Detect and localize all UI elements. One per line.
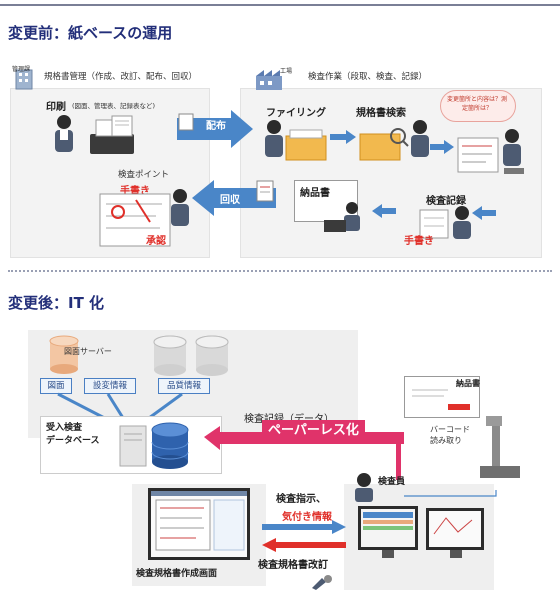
search-to-inspect-arrow	[430, 140, 454, 154]
drawing-server-icon	[49, 335, 79, 374]
record-to-delivery-arrow	[372, 204, 396, 218]
office-building-icon	[15, 69, 33, 90]
section-separator	[8, 270, 552, 272]
printing-person-icon	[55, 115, 134, 154]
record-writing-icon	[419, 206, 471, 239]
revision-arrow	[262, 538, 346, 552]
mgmt-caption: 規格書管理（作成、改訂、配布、回収）	[44, 72, 198, 82]
before-title: 変更前：紙ベースの運用	[8, 24, 173, 42]
inspector-monitors-icon	[358, 506, 484, 558]
instruction-arrow	[262, 520, 346, 534]
top-rule	[0, 4, 560, 6]
tag-drawing: 図面	[40, 378, 72, 394]
after-delivery-label: 納品書	[456, 379, 480, 388]
screen-label: 検査規格書作成画面	[136, 569, 218, 579]
approval-label: 承認	[146, 236, 166, 247]
tag-design-change: 設変情報	[84, 378, 136, 394]
collect-label: 回収	[220, 195, 240, 206]
record-data-label: 検査記録（データ）	[244, 410, 334, 425]
barcode-scanner-icon	[480, 416, 520, 478]
inspect-to-record-arrow	[472, 206, 496, 220]
inspector-label: 検査員	[378, 477, 406, 487]
record-label: 検査記録	[426, 196, 466, 207]
print-note: (図面、管理表、記録表など)	[72, 102, 156, 110]
factory-badge: 工場	[280, 68, 293, 75]
marked-drawing-icon	[99, 189, 189, 247]
barcode-to-inspector-line	[404, 490, 497, 497]
paperless-label: ペーパーレス化	[262, 420, 365, 442]
awareness-label: 気付き情報	[282, 512, 332, 523]
data-server-icon	[153, 335, 229, 376]
delivery-person-icon	[324, 202, 360, 232]
spec-editor-screen-icon	[148, 488, 250, 560]
question-bubble-text: 変更箇所と内容は？測定箇所は？	[446, 96, 507, 112]
filing-label: ファイリング	[266, 108, 326, 119]
work-caption: 検査作業（段取、検査、記録）	[308, 72, 428, 82]
tools-icon	[312, 575, 332, 590]
paperless-connector	[396, 432, 401, 480]
mgmt-badge: 管理課	[12, 66, 31, 73]
delivery-barcode-icon	[412, 389, 470, 410]
database-server-icon	[119, 422, 189, 469]
database-label: 受入検査 データベース	[46, 423, 100, 446]
server-label: 図面サーバー	[64, 347, 112, 356]
inspector-person-icon	[355, 473, 373, 502]
distribute-label: 配布	[206, 121, 226, 132]
factory-icon	[256, 70, 282, 90]
revision-label: 検査規格書改訂	[258, 560, 328, 571]
tag-quality: 品質情報	[158, 378, 210, 394]
instruction-label: 検査指示、	[276, 494, 326, 505]
distribute-arrow	[177, 110, 253, 148]
inspection-drawing-icon	[457, 129, 524, 174]
search-label: 規格書検索	[356, 108, 406, 119]
print-label: 印刷	[46, 102, 66, 113]
filing-to-search-arrow	[330, 130, 356, 144]
delivery-label: 納品書	[300, 188, 330, 199]
record-handwritten: 手書き	[404, 236, 434, 247]
collected-document-icon	[256, 180, 274, 202]
point-handwritten: 手書き	[120, 186, 150, 197]
point-label: 検査ポイント	[118, 170, 170, 180]
after-delivery-slip	[404, 376, 480, 418]
question-bubble	[440, 90, 516, 122]
search-person-icon	[359, 120, 429, 161]
barcode-label: バーコード 読み取り	[430, 425, 470, 445]
filing-person-icon	[265, 120, 327, 161]
after-title: 変更後：IT 化	[8, 294, 105, 312]
collect-arrow	[192, 180, 276, 216]
